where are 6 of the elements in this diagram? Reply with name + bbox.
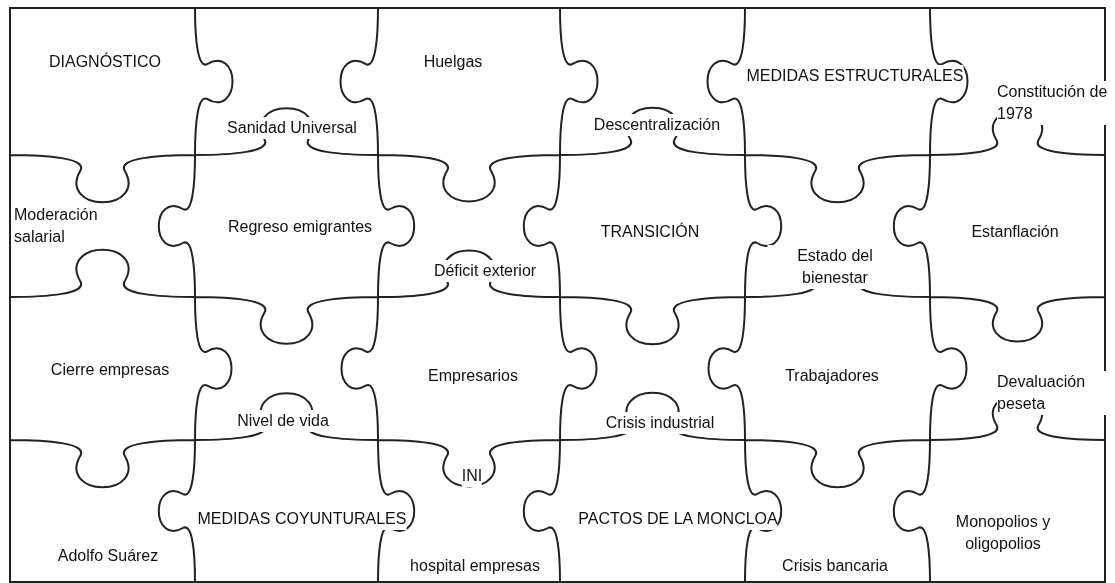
puzzle-piece-label: Sanidad Universal (227, 117, 357, 139)
puzzle-piece-label: Nivel de vida (237, 410, 329, 432)
puzzle-piece-label: Déficit exterior (433, 260, 537, 282)
puzzle-piece-label: Descentralización (593, 114, 721, 136)
puzzle-piece-label: Estado del bienestar (767, 245, 903, 289)
puzzle-piece-label: Crisis industrial (605, 412, 715, 434)
